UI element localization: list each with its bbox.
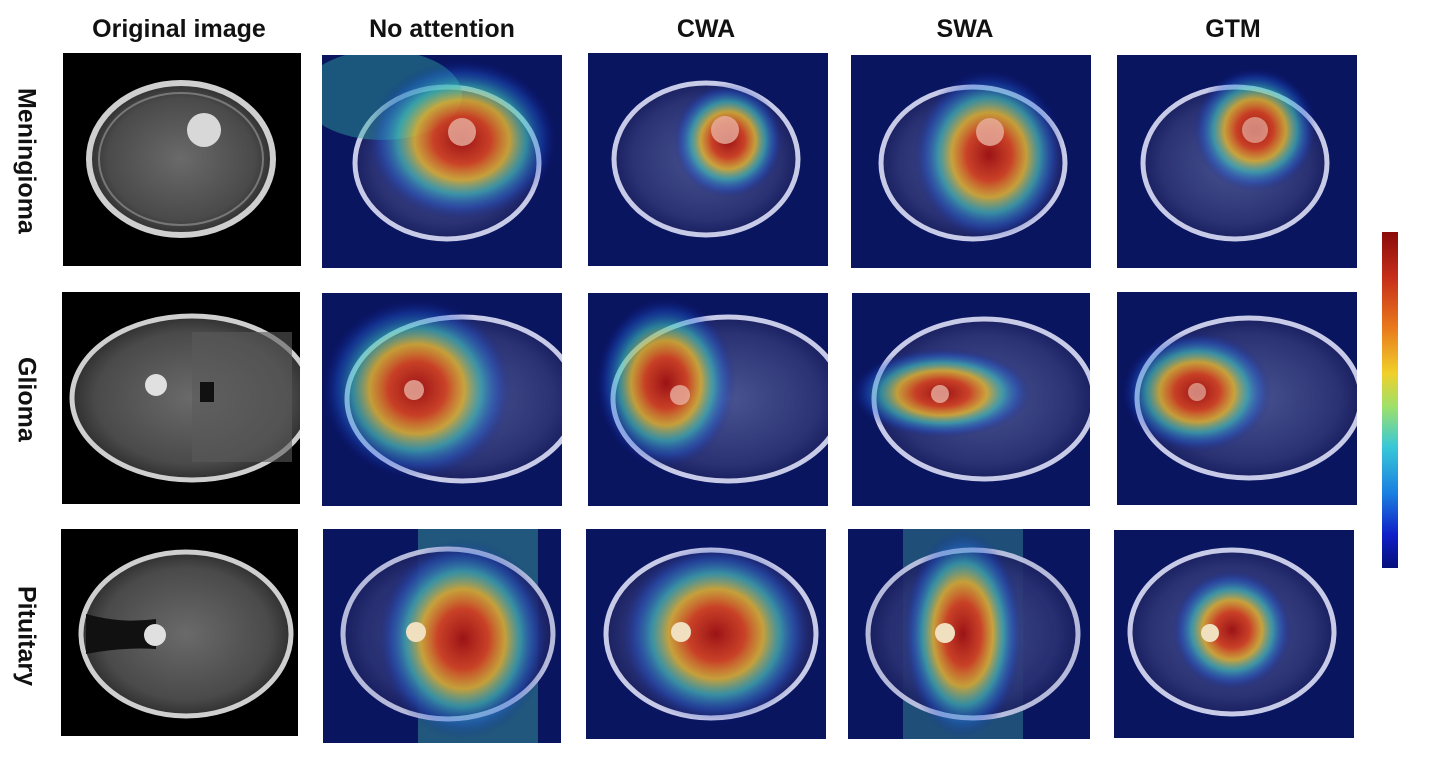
meningioma-no-attention-heatmap <box>322 55 562 268</box>
meningioma-swa-heatmap <box>851 55 1091 268</box>
heatmap-colorbar <box>1382 232 1398 568</box>
glioma-cwa-heatmap <box>588 293 828 506</box>
column-header-no-attention: No attention <box>369 15 515 43</box>
glioma-original-image <box>62 292 300 504</box>
pituitary-swa-heatmap <box>848 529 1090 739</box>
column-header-cwa: CWA <box>676 15 736 43</box>
glioma-gtm-heatmap <box>1117 292 1357 505</box>
pituitary-original-image <box>61 529 298 736</box>
glioma-swa-heatmap <box>852 293 1090 506</box>
column-header-swa: SWA <box>936 15 994 43</box>
row-header-glioma: Glioma <box>12 356 41 442</box>
column-header-gtm: GTM <box>1205 15 1261 43</box>
row-header-pituitary: Pituitary <box>12 585 41 687</box>
meningioma-gtm-heatmap <box>1117 55 1357 268</box>
meningioma-original-image <box>63 53 301 266</box>
glioma-no-attention-heatmap <box>322 293 562 506</box>
pituitary-cwa-heatmap <box>586 529 826 739</box>
column-header-original: Original image <box>92 15 266 43</box>
meningioma-cwa-heatmap <box>588 53 828 266</box>
pituitary-gtm-heatmap <box>1114 530 1354 738</box>
pituitary-no-attention-heatmap <box>323 529 561 743</box>
row-header-meningioma: Meningioma <box>12 88 41 234</box>
